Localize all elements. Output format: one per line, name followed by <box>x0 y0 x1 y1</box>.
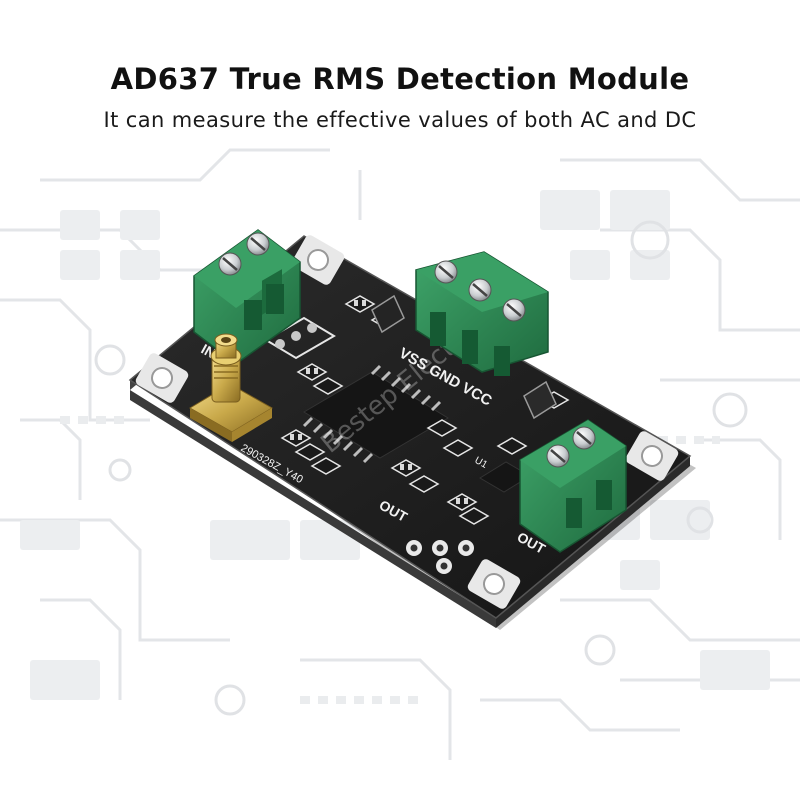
power-terminal-block <box>415 251 549 376</box>
pin-header <box>264 316 336 360</box>
page-title: AD637 True RMS Detection Module <box>110 62 690 96</box>
mounting-holes <box>135 235 679 609</box>
output-terminal-block <box>519 419 627 553</box>
smd-components <box>280 294 570 525</box>
out-test-points <box>406 540 474 574</box>
input-terminal-block <box>193 229 301 365</box>
sma-connector <box>189 333 273 442</box>
page-subtitle: It can measure the effective values of b… <box>103 108 697 132</box>
ad637-chip <box>302 364 449 464</box>
